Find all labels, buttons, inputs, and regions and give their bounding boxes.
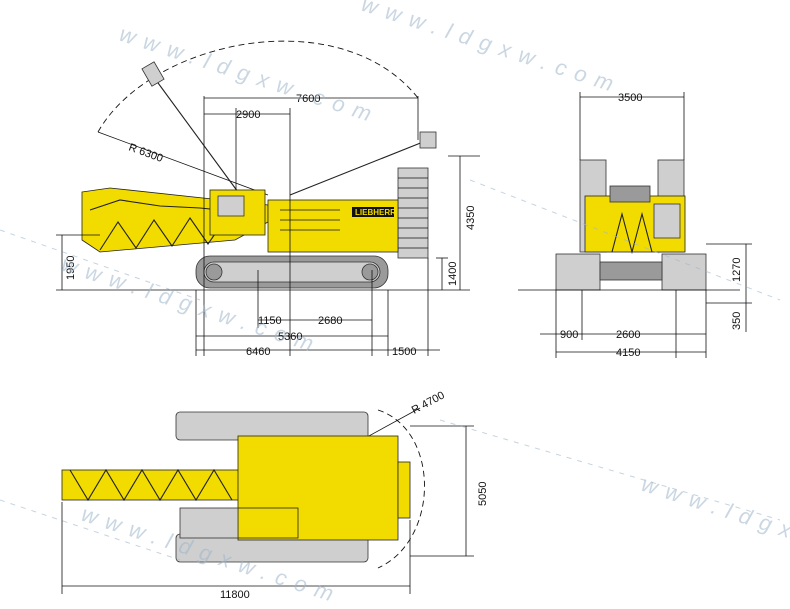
dim-5360: 5360 [278,331,302,343]
dim-350: 350 [731,312,743,330]
cab-window [217,195,245,217]
dim-3500: 3500 [618,92,642,104]
top-cab-frame [179,507,239,539]
front-engine-hood [609,185,651,203]
dim-1950: 1950 [65,256,77,280]
dim-5050: 5050 [477,482,489,506]
front-track-left [555,253,601,291]
drive-sprocket [205,263,223,281]
dim-7600: 7600 [296,93,320,105]
dim-2900: 2900 [236,109,260,121]
dim-4150: 4150 [616,347,640,359]
watermark-text-5: www.ldgxw.com [638,471,790,579]
swing-radius-arc [97,40,419,133]
track-inner [203,261,381,283]
top-radius-label: R 4700 [410,389,447,416]
top-cab [237,507,299,539]
dim-2600: 2600 [616,329,640,341]
dim-2680: 2680 [318,315,342,327]
idler-wheel [361,263,379,281]
brand-plate [352,207,394,217]
top-counterweight [397,461,411,519]
front-boom-lattice [611,211,653,255]
pendant-head [419,131,437,149]
radius-leader [97,131,269,196]
front-carbody [599,261,663,281]
counterweight-stack [397,167,429,259]
side-view: R 6300 LIEBHERR [56,40,480,358]
top-boom-lattice [69,468,233,502]
dim-4350: 4350 [465,206,477,230]
front-track-right [661,253,707,291]
top-swing-arc [377,409,425,569]
dim-1500: 1500 [392,346,416,358]
side-brand: LIEBHERR [355,208,396,217]
raised-mast [149,71,239,193]
side-radius-label: R 6300 [127,142,164,165]
mast-head [141,61,165,87]
dim-1400: 1400 [447,262,459,286]
rear-pendant [289,139,429,196]
dim-900: 900 [560,329,578,341]
watermark-text-2: www.ldgxw.com [358,0,625,99]
dim-11800: 11800 [220,589,250,601]
front-cab [653,203,681,239]
front-view: 3500 1270 350 900 2600 4150 [518,92,752,359]
boom-lattice [99,217,227,251]
dim-6460: 6460 [246,346,270,358]
dim-1150: 1150 [258,315,282,327]
dim-1270: 1270 [731,258,743,282]
top-boom [61,469,243,501]
